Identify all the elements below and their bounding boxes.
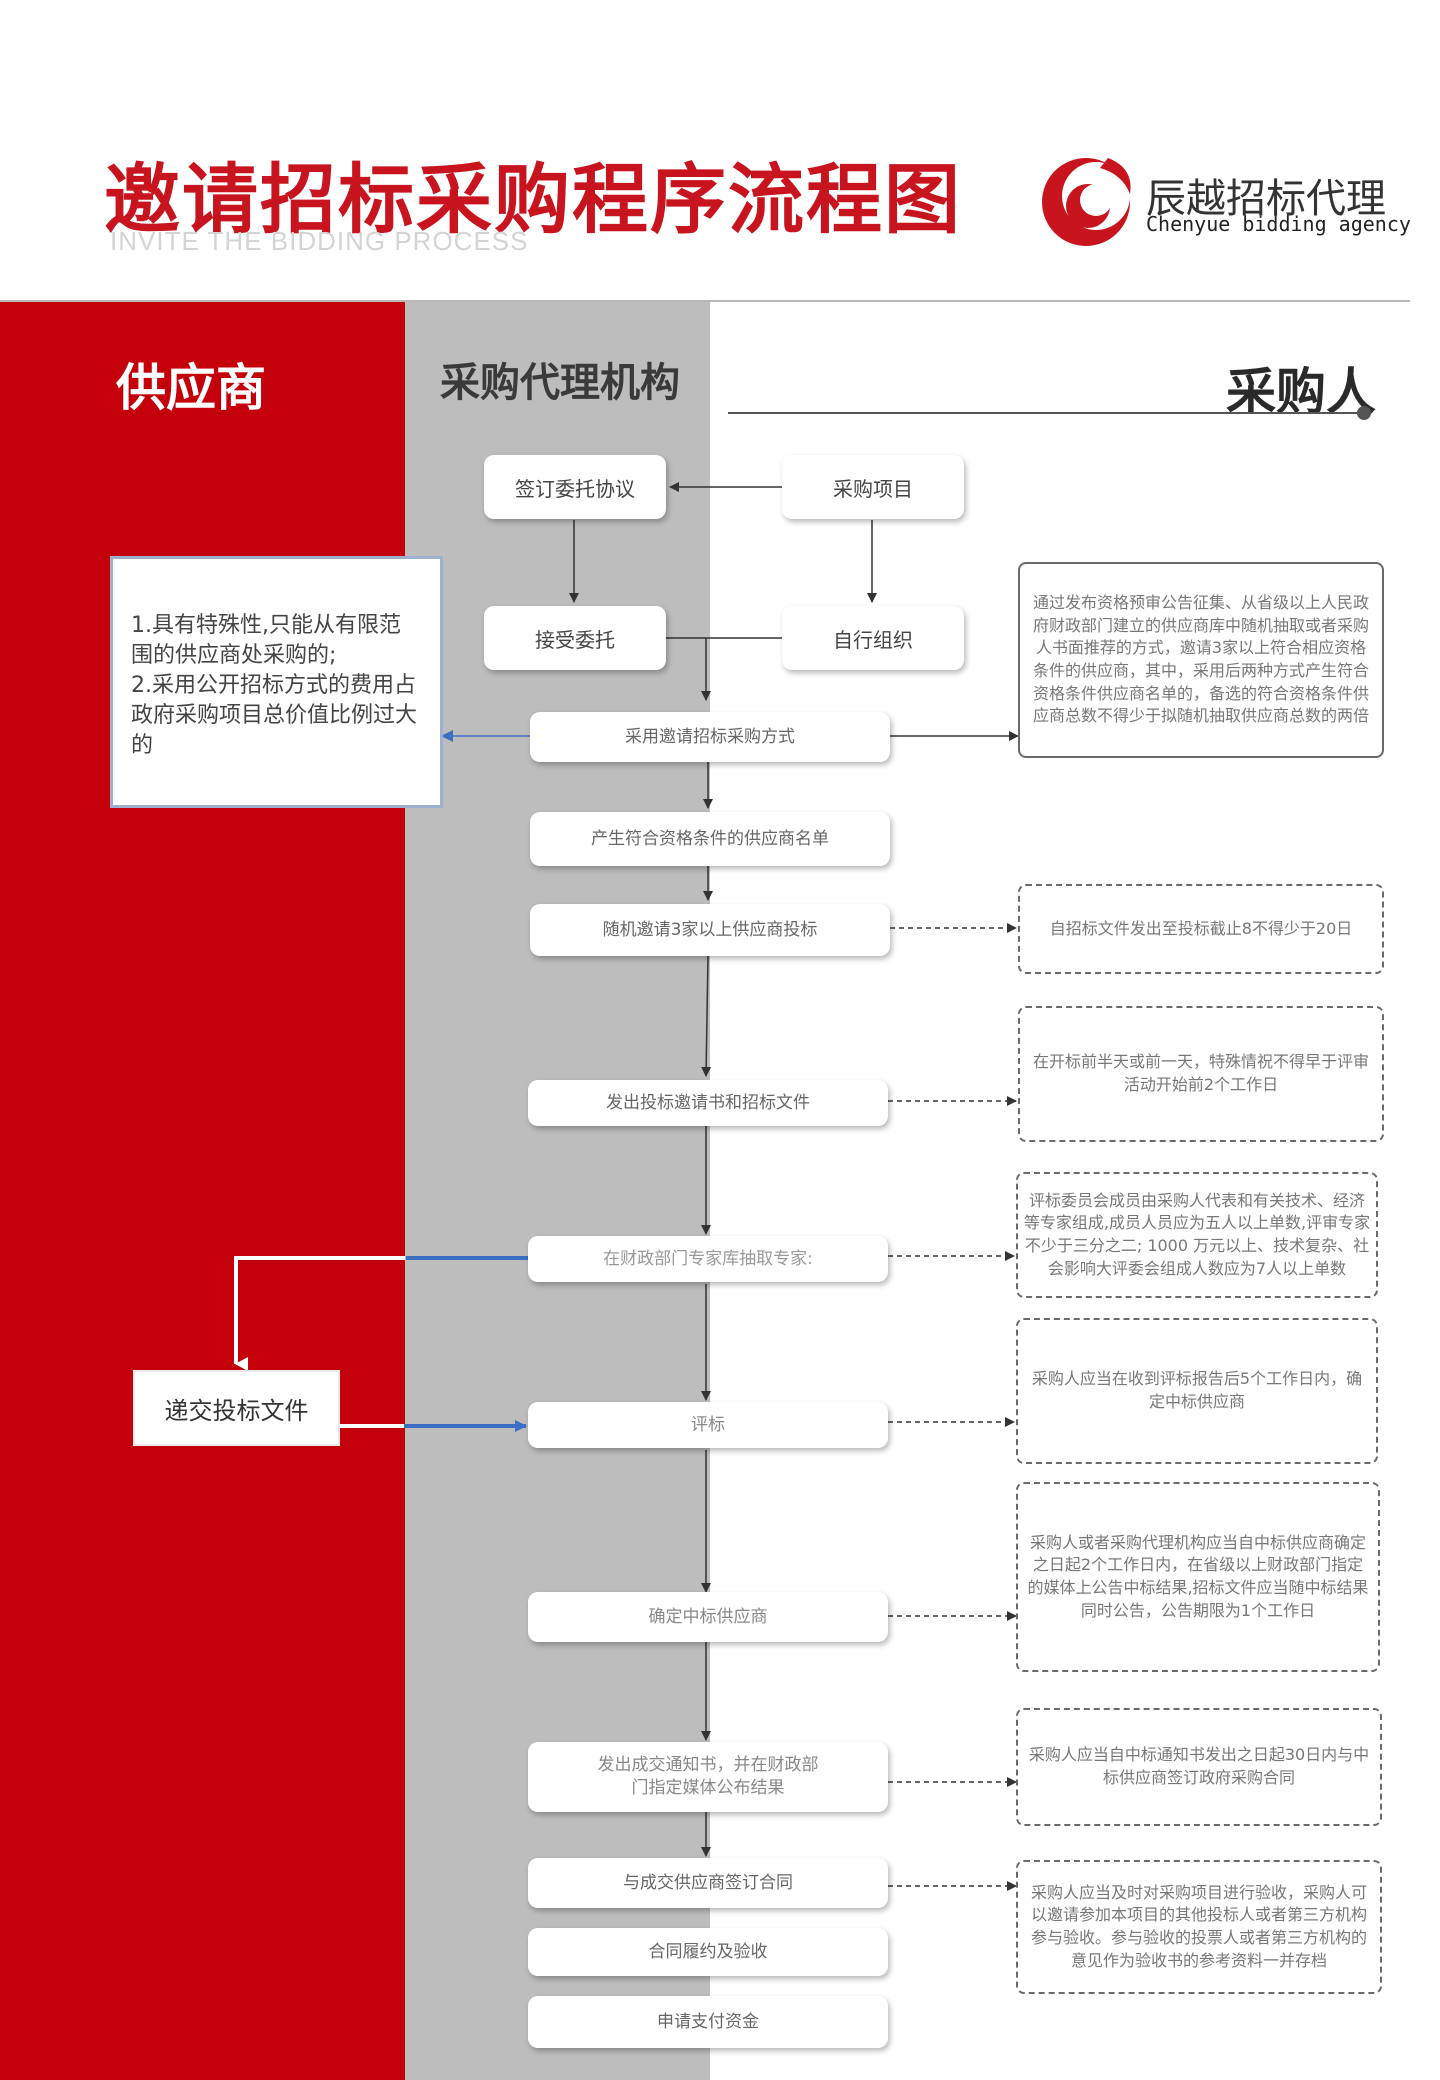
step-invite-suppliers: 随机邀请3家以上供应商投标 — [530, 904, 890, 956]
condition-2: 2.采用公开招标方式的费用占政府采购项目总价值比例过大的 — [131, 672, 418, 758]
logo-english-name: Chenyue bidding agency — [1146, 212, 1411, 236]
step-procurement-project: 采购项目 — [782, 455, 964, 519]
step-apply-payment: 申请支付资金 — [528, 1996, 888, 2048]
step-issue-notice-line1: 发出成交通知书，并在财政部 — [597, 1755, 819, 1776]
note-acceptance: 采购人应当及时对采购项目进行验收，采购人可以邀请参加本项目的其他投标人或者第三方… — [1016, 1860, 1382, 1994]
note-deadline: 自招标文件发出至投标截止8不得少于20日 — [1018, 884, 1384, 974]
step-issue-notice-line2: 门指定媒体公布结果 — [631, 1778, 785, 1798]
chenyue-logo-icon — [1042, 158, 1131, 246]
step-evaluate-bids: 评标 — [528, 1402, 888, 1448]
condition-1: 1.具有特殊性,只能从有限范围的供应商处采购的; — [131, 613, 401, 668]
page-subtitle: INVITE THE BIDDING PROCESS — [110, 226, 529, 256]
step-accept-commission: 接受委托 — [484, 606, 666, 670]
step-performance-acceptance: 合同履约及验收 — [528, 1928, 888, 1976]
note-qualification: 通过发布资格预审公告征集、从省级以上人民政府财政部门建立的供应商库中随机抽取或者… — [1018, 562, 1384, 758]
agency-lane-title: 采购代理机构 — [440, 360, 680, 406]
note-determine-time: 采购人应当在收到评标报告后5个工作日内，确定中标供应商 — [1016, 1318, 1378, 1464]
step-sign-contract: 与成交供应商签订合同 — [528, 1858, 888, 1908]
note-announce: 采购人或者采购代理机构应当自中标供应商确定之日起2个工作日内，在省级以上财政部门… — [1016, 1482, 1380, 1672]
header-divider — [0, 300, 1410, 302]
step-issue-invitation: 发出投标邀请书和招标文件 — [528, 1080, 888, 1126]
note-contract-time: 采购人应当自中标通知书发出之日起30日内与中标供应商签订政府采购合同 — [1016, 1708, 1382, 1826]
step-self-organize: 自行组织 — [782, 606, 964, 670]
page-title: 邀请招标采购程序流程图 — [104, 155, 962, 244]
supplier-lane-title: 供应商 — [116, 359, 266, 417]
step-issue-notice: 发出成交通知书，并在财政部 门指定媒体公布结果 — [528, 1742, 888, 1812]
submit-bid-documents: 递交投标文件 — [133, 1370, 340, 1446]
step-sign-agreement: 签订委托协议 — [484, 455, 666, 519]
note-committee: 评标委员会成员由采购人代表和有关技术、经济等专家组成,成员人员应为五人以上单数,… — [1016, 1172, 1378, 1298]
step-adopt-invitation-bidding: 采用邀请招标采购方式 — [530, 712, 890, 762]
invitation-conditions-box: 1.具有特殊性,只能从有限范围的供应商处采购的; 2.采用公开招标方式的费用占政… — [110, 556, 443, 808]
step-extract-experts: 在财政部门专家库抽取专家: — [528, 1236, 888, 1282]
step-determine-winner: 确定中标供应商 — [528, 1592, 888, 1642]
logo-name: 辰越招标代理 — [1146, 176, 1386, 222]
note-expert-time: 在开标前半天或前一天，特殊情祝不得早于评审活动开始前2个工作日 — [1018, 1006, 1384, 1142]
purchaser-lane-title: 采购人 — [1226, 363, 1376, 421]
step-qualified-supplier-list: 产生符合资格条件的供应商名单 — [530, 812, 890, 866]
